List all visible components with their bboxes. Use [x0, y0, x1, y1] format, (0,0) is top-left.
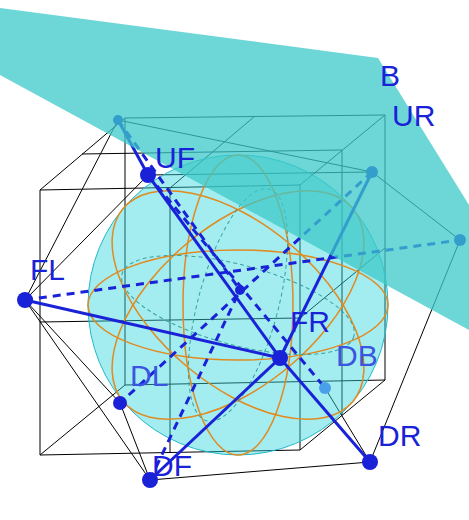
point-label: DB: [336, 340, 378, 372]
point-label: DF: [152, 450, 192, 482]
point-label: UR: [392, 100, 435, 132]
point-label: B: [380, 60, 400, 92]
point-label: UF: [155, 142, 195, 174]
point-label: DR: [378, 420, 421, 452]
point-label: FR: [290, 306, 330, 338]
point-label: DL: [130, 360, 168, 392]
point-label: FL: [30, 254, 65, 286]
